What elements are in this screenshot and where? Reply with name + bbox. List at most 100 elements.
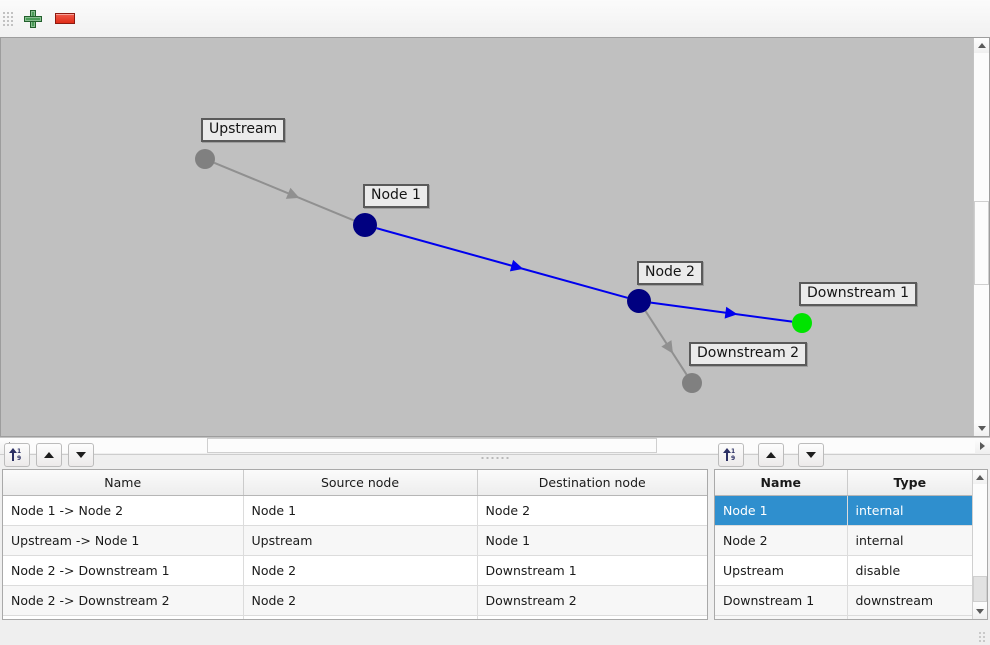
scroll-right-button[interactable] bbox=[975, 438, 990, 453]
chevron-up-icon bbox=[977, 43, 986, 48]
nodes-row-partial[interactable] bbox=[715, 615, 972, 619]
remove-node-button[interactable] bbox=[49, 3, 81, 35]
node-type: internal bbox=[847, 525, 972, 556]
canvas-vertical-scrollbar[interactable] bbox=[973, 38, 989, 436]
main-toolbar bbox=[0, 0, 990, 38]
nodes-scroll-down-button[interactable] bbox=[973, 604, 987, 619]
connections-col-name[interactable]: Name bbox=[3, 470, 244, 496]
connection-name: Upstream -> Node 1 bbox=[3, 525, 244, 556]
graph-node-upstream[interactable] bbox=[195, 149, 215, 169]
graph-node-label-downstream2[interactable]: Downstream 2 bbox=[689, 342, 808, 366]
nodes-col-type[interactable]: Type bbox=[847, 470, 972, 496]
edge-arrow-upstream-node1 bbox=[285, 187, 300, 199]
move-up-icon bbox=[44, 452, 54, 458]
nodes-move-up-button[interactable] bbox=[758, 443, 784, 467]
connections-move-down-button[interactable] bbox=[68, 443, 94, 467]
canvas-vscroll-thumb[interactable] bbox=[974, 201, 989, 285]
node-name: Node 2 bbox=[715, 525, 848, 556]
graph-node-label-node2[interactable]: Node 2 bbox=[637, 261, 703, 285]
connection-source: Node 1 bbox=[243, 495, 478, 526]
add-node-button[interactable] bbox=[17, 3, 49, 35]
scroll-down-button[interactable] bbox=[974, 421, 989, 436]
nodes-vscroll-track[interactable] bbox=[973, 484, 987, 605]
connections-row-partial[interactable] bbox=[3, 615, 707, 619]
graph-svg bbox=[195, 149, 812, 393]
connection-destination: Downstream 2 bbox=[477, 585, 707, 616]
nodes-vertical-scrollbar[interactable] bbox=[972, 470, 987, 619]
connections-empty-cell bbox=[243, 615, 478, 619]
connection-source: Node 2 bbox=[243, 555, 478, 586]
connections-header-row: Name Source node Destination node bbox=[3, 470, 707, 496]
nodes-move-down-button[interactable] bbox=[798, 443, 824, 467]
node-type: disable bbox=[847, 555, 972, 586]
scroll-up-button[interactable] bbox=[974, 38, 989, 53]
connection-destination: Downstream 1 bbox=[477, 555, 707, 586]
connection-source: Upstream bbox=[243, 525, 478, 556]
connection-source: Node 2 bbox=[243, 585, 478, 616]
graph-node-label-downstream1[interactable]: Downstream 1 bbox=[799, 282, 918, 306]
edge-arrow-node2-downstream2 bbox=[661, 340, 673, 354]
canvas-hscroll-thumb[interactable] bbox=[207, 438, 657, 453]
chevron-right-icon bbox=[980, 441, 985, 450]
connection-name: Node 2 -> Downstream 2 bbox=[3, 585, 244, 616]
canvas-vscroll-track[interactable] bbox=[974, 53, 989, 421]
node-name: Upstream bbox=[715, 555, 848, 586]
move-down-icon bbox=[76, 452, 86, 458]
graph-node-label-node1[interactable]: Node 1 bbox=[363, 184, 429, 208]
graph-edge-upstream-node1[interactable] bbox=[213, 161, 355, 222]
splitter-grip[interactable] bbox=[481, 457, 509, 459]
connections-table-container[interactable]: Name Source node Destination node Node 1… bbox=[2, 469, 708, 620]
graph-node-downstream1[interactable] bbox=[792, 313, 812, 333]
graph-node-label-upstream[interactable]: Upstream bbox=[201, 118, 286, 142]
chevron-up-icon bbox=[976, 475, 984, 480]
horizontal-splitter[interactable] bbox=[0, 453, 990, 463]
connections-col-destination[interactable]: Destination node bbox=[477, 470, 707, 496]
connections-empty-cell bbox=[3, 615, 244, 619]
graph-node-node2[interactable] bbox=[627, 289, 651, 313]
connections-table: Name Source node Destination node Node 1… bbox=[3, 470, 707, 619]
graph-edge-node2-downstream2[interactable] bbox=[644, 310, 688, 376]
graph-edge-node1-node2[interactable] bbox=[376, 227, 628, 299]
graph-node-downstream2[interactable] bbox=[682, 373, 702, 393]
chevron-down-icon bbox=[976, 609, 984, 614]
connection-destination: Node 2 bbox=[477, 495, 707, 526]
connections-move-up-button[interactable] bbox=[36, 443, 62, 467]
graph-edge-node2-downstream1[interactable] bbox=[650, 301, 793, 323]
connection-destination: Node 1 bbox=[477, 525, 707, 556]
graph-node-node1[interactable] bbox=[353, 213, 377, 237]
connections-col-source[interactable]: Source node bbox=[243, 470, 478, 496]
splitter-line bbox=[0, 454, 990, 455]
move-down-icon bbox=[806, 452, 816, 458]
edge-arrow-node2-downstream1 bbox=[724, 306, 738, 319]
nodes-scroll-up-button[interactable] bbox=[973, 470, 987, 485]
nodes-empty-cell bbox=[847, 615, 972, 619]
node-type: internal bbox=[847, 495, 972, 526]
minus-icon bbox=[55, 13, 75, 24]
toolbar-drag-handle[interactable] bbox=[3, 7, 13, 31]
plus-icon bbox=[24, 9, 42, 28]
nodes-col-name[interactable]: Name bbox=[715, 470, 848, 496]
nodes-vscroll-thumb[interactable] bbox=[973, 576, 987, 602]
window-resize-grip[interactable] bbox=[979, 632, 987, 642]
